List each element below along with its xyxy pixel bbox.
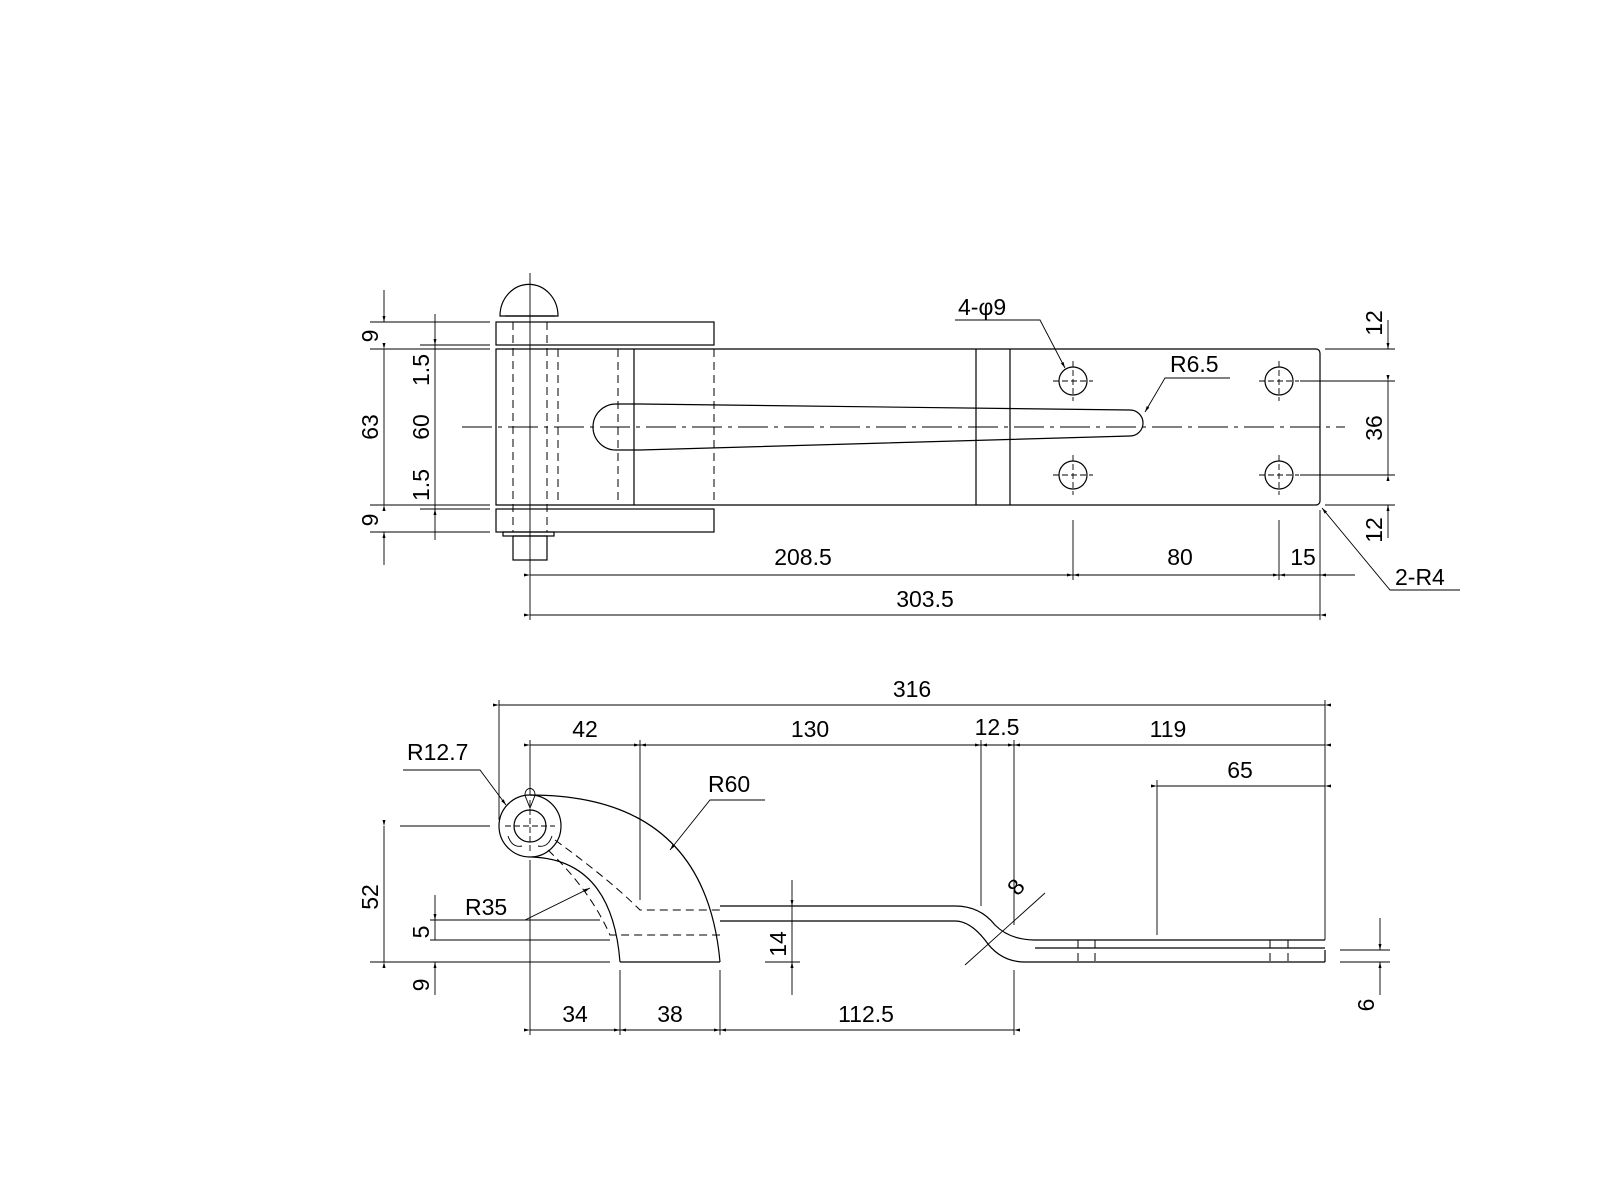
- side-view: 52 5 9 316 42 130 12.5 119 65 R12.7 R60 …: [357, 676, 1390, 1035]
- label-r12-7: R12.7: [407, 739, 468, 765]
- top-view: 9 63 9 1.5 60 1.5 12 36 12 208.5 80 15 3…: [357, 273, 1460, 620]
- dim-hole-spacing-h: 80: [1167, 544, 1193, 570]
- main-leaf: [495, 348, 1321, 506]
- dim-12-5: 12.5: [975, 714, 1020, 740]
- dim-height-52: 52: [357, 884, 383, 910]
- dim-hole-spacing-v: 36: [1361, 415, 1387, 441]
- label-r60: R60: [708, 771, 750, 797]
- label-corner-radius: 2-R4: [1395, 564, 1445, 590]
- dim-38: 38: [657, 1001, 683, 1027]
- tapered-slot: [592, 403, 1144, 451]
- pin-dome: [499, 283, 559, 317]
- dim-top-knuckle: 9: [357, 330, 383, 343]
- dim-overall-length: 303.5: [896, 586, 954, 612]
- arm-top: [720, 905, 1325, 941]
- label-slot-radius: R6.5: [1170, 351, 1219, 377]
- dim-gap-top: 1.5: [408, 354, 434, 386]
- dim-130: 130: [791, 716, 829, 742]
- mounting-holes: [1053, 361, 1299, 495]
- dim-8: 8: [1002, 874, 1030, 901]
- dim-inner: 60: [408, 414, 434, 440]
- dim-leaf-height: 63: [357, 414, 383, 440]
- top-knuckle: [495, 321, 715, 346]
- dim-gap-bottom: 1.5: [408, 469, 434, 501]
- dim-42: 42: [572, 716, 598, 742]
- dim-hole-to-edge: 15: [1290, 544, 1316, 570]
- dim-14: 14: [765, 931, 791, 957]
- dim-overall: 316: [893, 676, 931, 702]
- dim-6: 6: [1353, 999, 1379, 1012]
- arm-bottom: [720, 920, 1325, 963]
- dim-5: 5: [408, 926, 434, 939]
- dim-119: 119: [1150, 716, 1187, 742]
- dim-34: 34: [562, 1001, 588, 1027]
- label-holes: 4-φ9: [958, 294, 1006, 320]
- label-r35: R35: [465, 894, 507, 920]
- dim-112-5: 112.5: [838, 1001, 894, 1027]
- dim-to-first-hole: 208.5: [774, 544, 832, 570]
- bottom-knuckle: [495, 508, 715, 533]
- dim-65: 65: [1227, 757, 1253, 783]
- r60-profile: [529, 794, 721, 963]
- dim-9: 9: [408, 979, 434, 992]
- dim-edge-bottom: 12: [1361, 517, 1387, 543]
- r35-profile: [531, 856, 621, 963]
- dim-edge-top: 12: [1361, 310, 1387, 336]
- dim-bottom-knuckle: 9: [357, 514, 383, 527]
